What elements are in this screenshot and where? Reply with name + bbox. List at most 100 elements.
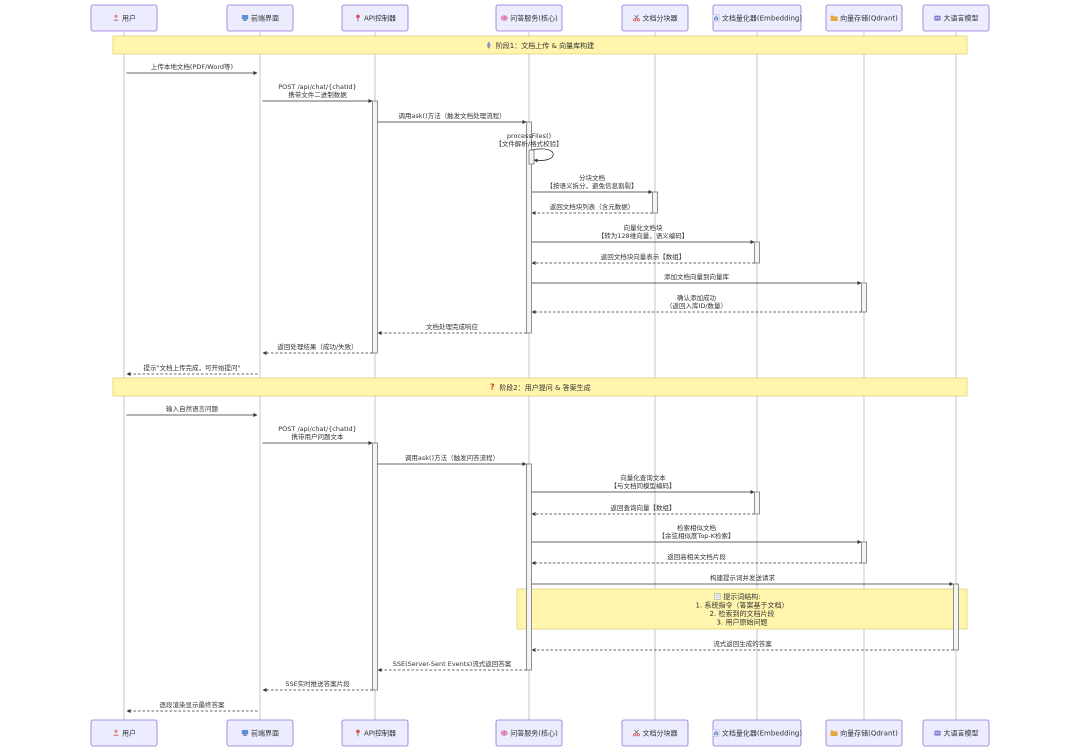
activation-llm <box>953 583 959 651</box>
activation-api <box>372 442 378 691</box>
message-arrow <box>531 148 554 163</box>
message-2: POST /api/chat/{chatId}携带文件二进制数据 <box>262 83 373 103</box>
activation-qa <box>526 463 532 671</box>
prompt-note-line: 提示词结构: <box>723 592 760 601</box>
message-9: 添加文档向量到向量库 <box>531 272 862 285</box>
participant-llm-bottom: 大语言模型 <box>922 719 990 747</box>
participant-api-bottom: API控制器 <box>341 719 409 747</box>
phase-note-text: 阶段1：文档上传 & 向量库构建 <box>496 41 594 50</box>
message-label: 输入自然语言问题 <box>166 404 219 413</box>
participant-qdrant-top: 向量存储(Qdrant) <box>825 4 903 32</box>
message-14: 输入自然语言问题 <box>126 404 258 417</box>
message-19: 检索相似文档【余弦相似度Top-K检索】 <box>531 523 862 544</box>
folder-icon <box>830 730 838 736</box>
prompt-note-line: 3. 用户原始问题 <box>717 618 768 627</box>
message-7: 向量化文档块【转为128维向量，语义编码】 <box>531 223 755 244</box>
participant-qa-top: 问答服务(核心) <box>495 4 563 32</box>
participant-label: 用户 <box>122 14 136 23</box>
message-label: 携带文件二进制数据 <box>288 90 347 99</box>
message-label: processFiles() <box>507 132 551 140</box>
message-label: 调用ask()方法（触发问答流程） <box>405 453 499 462</box>
person-icon <box>113 729 119 736</box>
svg-text:?: ? <box>490 383 495 392</box>
message-20: 返回高相关文档片段 <box>531 552 862 565</box>
message-11: 文档处理完成响应 <box>377 322 527 335</box>
robot-icon <box>934 15 941 21</box>
activation-qdrant <box>861 282 867 313</box>
message-label: 向量化查询文本 <box>620 473 666 482</box>
message-17: 向量化查询文本【与文档同模型编码】 <box>531 473 755 494</box>
prompt-note-line: 1. 系统指令（答案基于文档） <box>696 601 789 610</box>
participant-splitter-bottom: 文档分块器 <box>621 719 689 747</box>
message-label: 流式返回生成的答案 <box>713 639 772 648</box>
message-16: 调用ask()方法（触发问答流程） <box>377 453 527 466</box>
bar-chart-icon <box>712 14 720 22</box>
message-13: 提示"文档上传完成，可开始提问" <box>126 363 258 376</box>
message-3: 调用ask()方法（触发文档处理流程） <box>377 111 527 124</box>
participant-llm-top: 大语言模型 <box>922 4 990 32</box>
participant-frontend-bottom: 前端界面 <box>226 719 294 747</box>
pushpin-icon <box>356 14 360 22</box>
participant-label: 文档分块器 <box>643 729 678 738</box>
message-label: 上传本地文档(PDF/Word等) <box>151 62 233 71</box>
message-label: POST /api/chat/{chatId} <box>278 83 356 91</box>
participant-label: API控制器 <box>364 14 396 23</box>
phase-note-2: 阶段2：用户提问 & 答案生成? <box>112 377 968 397</box>
participant-api-top: API控制器 <box>341 4 409 32</box>
participant-label: 大语言模型 <box>944 14 979 23</box>
person-icon <box>113 14 119 21</box>
message-label: SSE实时推送答案片段 <box>285 679 350 688</box>
participant-label: 文档量化器(Embedding) <box>722 729 802 738</box>
message-label: 逐段渲染显示最终答案 <box>160 700 226 709</box>
participant-embedder-top: 文档量化器(Embedding) <box>712 4 802 32</box>
participant-label: 向量存储(Qdrant) <box>840 729 898 738</box>
participant-label: API控制器 <box>364 729 396 738</box>
message-22: 流式返回生成的答案 <box>531 639 954 652</box>
message-21: 构建提示词并发送请求 <box>531 573 954 586</box>
message-label: 【与文档同模型编码】 <box>611 481 676 490</box>
participant-qa-bottom: 问答服务(核心) <box>495 719 563 747</box>
participant-embedder-bottom: 文档量化器(Embedding) <box>712 719 802 747</box>
brain-icon <box>500 15 508 21</box>
activation-embedder <box>754 491 760 515</box>
message-label: 携带用户问题文本 <box>292 432 345 441</box>
message-4: processFiles()【文件解析/格式校验】 <box>495 132 563 163</box>
participant-label: 文档量化器(Embedding) <box>722 14 802 23</box>
message-label: 确认添加成功 <box>677 293 717 302</box>
rocket-icon <box>487 41 491 49</box>
message-label: POST /api/chat/{chatId} <box>278 425 356 433</box>
participant-qdrant-bottom: 向量存储(Qdrant) <box>825 719 903 747</box>
prompt-note-line: 2. 检索到的文档片段 <box>710 609 775 618</box>
phase-note-1: 阶段1：文档上传 & 向量库构建 <box>112 35 968 55</box>
message-label: （返回入库ID/数量） <box>666 301 727 310</box>
participant-label: 问答服务(核心) <box>510 14 558 23</box>
message-label: 【文件解析/格式校验】 <box>495 139 562 148</box>
message-label: 返回查询向量【数组】 <box>611 503 676 512</box>
activation-splitter <box>652 191 658 214</box>
message-label: 返回高相关文档片段 <box>667 552 726 561</box>
message-1: 上传本地文档(PDF/Word等) <box>126 62 258 75</box>
bar-chart-icon <box>712 729 720 737</box>
brain-icon <box>500 730 508 736</box>
message-label: 构建提示词并发送请求 <box>710 573 776 582</box>
participant-label: 文档分块器 <box>643 14 678 23</box>
message-8: 返回文档块向量表示【数组】 <box>531 252 755 265</box>
robot-icon <box>934 730 941 736</box>
pushpin-icon <box>356 729 360 737</box>
message-23: SSE(Server-Sent Events)流式返回答案 <box>377 659 527 672</box>
participant-user-top: 用户 <box>90 4 158 32</box>
message-10: 确认添加成功（返回入库ID/数量） <box>531 293 862 314</box>
message-5: 分块文档【按语义拆分，避免信息割裂】 <box>531 173 653 194</box>
message-label: 文档处理完成响应 <box>426 322 479 331</box>
participant-label: 前端界面 <box>251 14 279 23</box>
scissors-icon <box>633 729 640 737</box>
participant-user-bottom: 用户 <box>90 719 158 747</box>
message-12: 返回处理结果（成功/失败） <box>262 342 373 355</box>
message-18: 返回查询向量【数组】 <box>531 503 755 516</box>
participant-label: 前端界面 <box>251 729 279 738</box>
activation-api <box>372 100 378 354</box>
participant-splitter-top: 文档分块器 <box>621 4 689 32</box>
monitor-icon <box>241 730 249 736</box>
